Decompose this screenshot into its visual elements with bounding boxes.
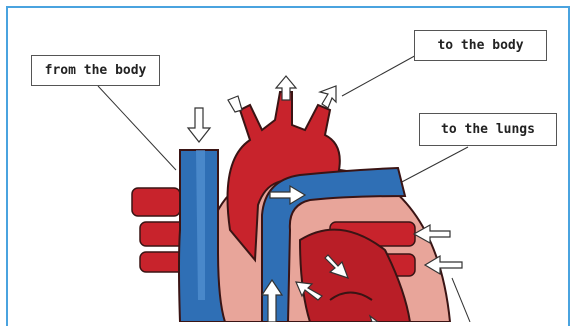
arrow-down-icon xyxy=(188,108,210,142)
leader-bottom xyxy=(452,278,470,322)
left-vessels xyxy=(132,188,185,272)
arrow-up-right-icon xyxy=(320,86,336,108)
leader-to-lungs xyxy=(398,147,468,184)
leader-to-body xyxy=(342,53,420,96)
label-from-the-body: from the body xyxy=(31,55,160,86)
arrow-up-left-icon xyxy=(228,96,242,112)
label-to-the-body: to the body xyxy=(414,30,547,61)
leader-from-body xyxy=(98,86,176,170)
label-to-the-lungs: to the lungs xyxy=(419,113,557,146)
